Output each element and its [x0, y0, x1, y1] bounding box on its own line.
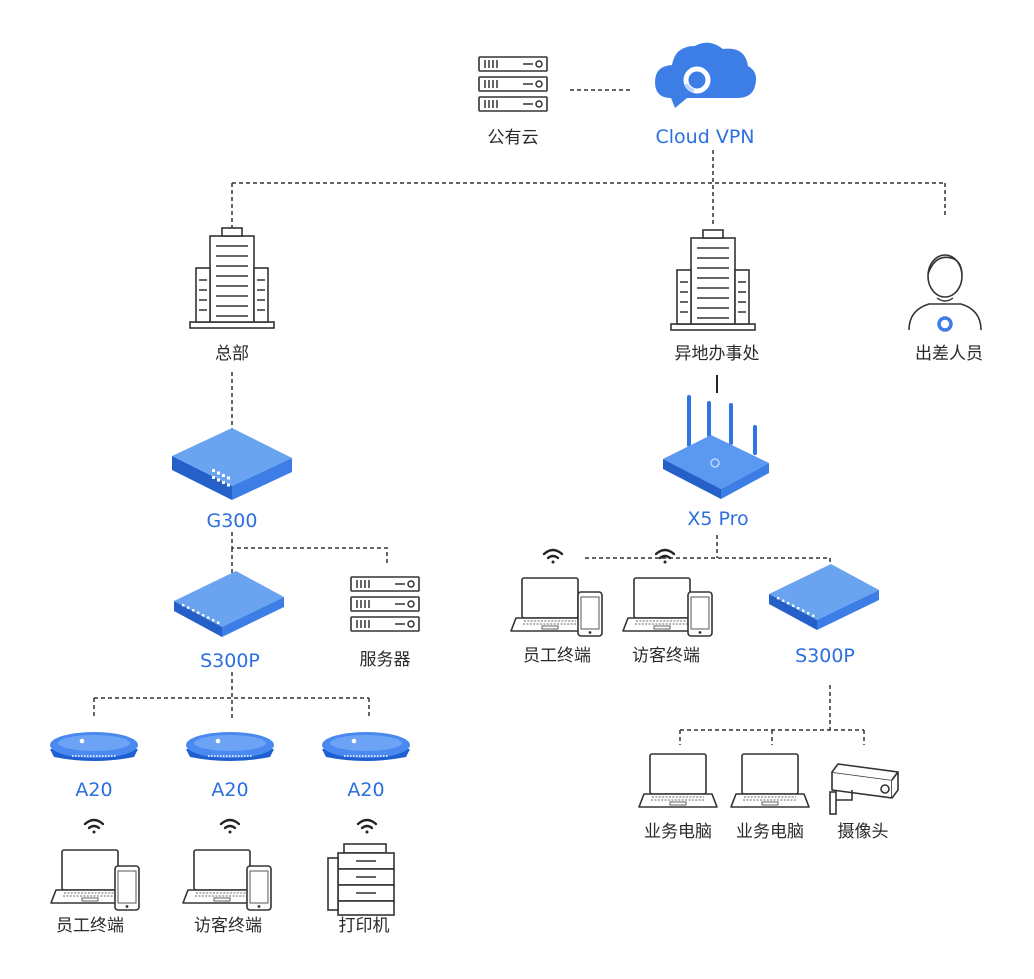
wifi-icon — [542, 548, 564, 565]
ceiling-ap-icon — [49, 731, 139, 762]
wifi-icon — [219, 818, 241, 835]
business-pc-label-2: 业务电脑 — [736, 822, 804, 842]
printer-label: 打印机 — [338, 916, 390, 936]
laptop-icon — [730, 753, 810, 808]
laptop-phone-icon — [622, 577, 713, 637]
cloud-vpn-label: Cloud VPN — [655, 126, 755, 148]
laptop-phone-icon — [50, 849, 140, 911]
wifi-icon — [654, 548, 676, 565]
hq-staff-label: 员工终端 — [56, 916, 124, 936]
a20-label-2: A20 — [211, 779, 249, 801]
server-rack-icon — [478, 56, 548, 112]
branch-staff-label: 员工终端 — [523, 646, 591, 666]
a20-label-1: A20 — [75, 779, 113, 801]
camera-icon — [829, 763, 899, 815]
printer-icon — [327, 843, 395, 916]
laptop-phone-icon — [182, 849, 272, 911]
switch-icon — [769, 564, 879, 630]
headquarters-label: 总部 — [215, 344, 249, 364]
laptop-icon — [638, 753, 718, 808]
x5pro-label: X5 Pro — [687, 508, 749, 530]
office-building-icon — [189, 227, 275, 329]
public-cloud-label: 公有云 — [487, 128, 539, 148]
wireless-router-icon — [663, 395, 769, 499]
ceiling-ap-icon — [185, 731, 275, 762]
gateway-icon — [172, 428, 292, 500]
office-building-icon — [670, 229, 756, 331]
business-pc-label-1: 业务电脑 — [644, 822, 712, 842]
branch-office-label: 异地办事处 — [674, 344, 760, 364]
link-g300-branch — [231, 532, 388, 565]
ceiling-ap-icon — [321, 731, 411, 762]
server-rack-icon — [350, 576, 420, 632]
server-label: 服务器 — [359, 650, 411, 670]
s300p-branch-label: S300P — [795, 645, 855, 667]
camera-label: 摄像头 — [837, 822, 889, 842]
laptop-phone-icon — [510, 577, 603, 637]
switch-icon — [174, 571, 284, 637]
traveler-label: 出差人员 — [915, 344, 983, 364]
branch-guest-label: 访客终端 — [632, 646, 700, 666]
person-icon — [908, 254, 982, 332]
wifi-icon — [83, 818, 105, 835]
s300p-hq-label: S300P — [200, 650, 260, 672]
hq-guest-label: 访客终端 — [194, 916, 262, 936]
wifi-icon — [356, 818, 378, 835]
cloud-vpn-icon — [655, 42, 757, 109]
a20-label-3: A20 — [347, 779, 385, 801]
g300-label: G300 — [206, 510, 258, 532]
